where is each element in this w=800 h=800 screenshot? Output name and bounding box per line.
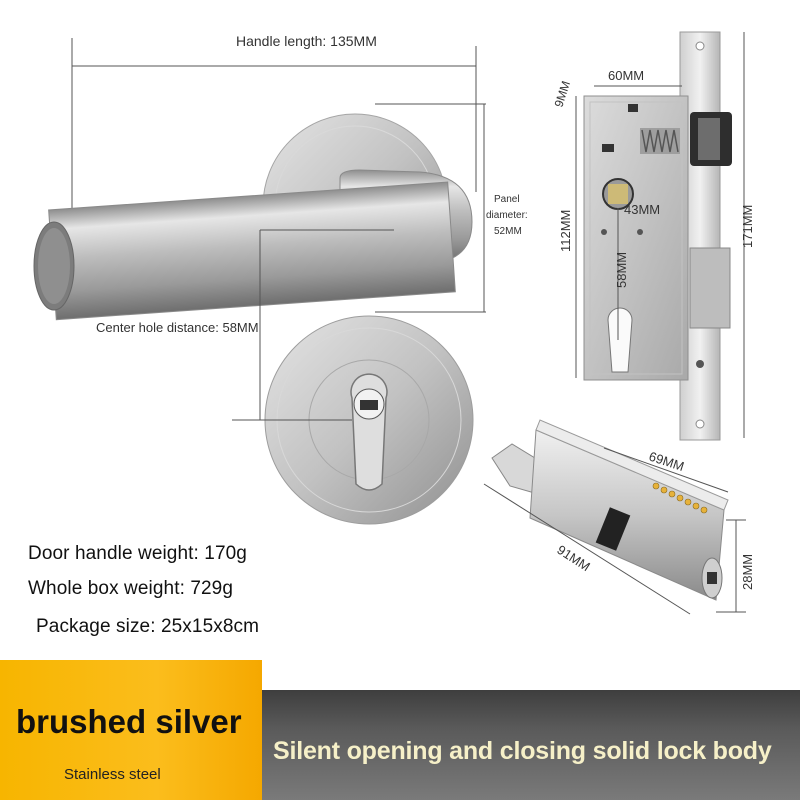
dim-panel-line3: 52MM [494,226,522,237]
dim-lock-171: 171MM [740,205,755,248]
dim-cylinder-28: 28MM [740,554,755,590]
lever-handle [33,38,486,420]
dim-lock-112: 112MM [558,210,573,252]
dim-handle-length: Handle length: 135MM [236,33,377,49]
dim-lock-60: 60MM [608,68,644,83]
dim-lock-43: 43MM [624,202,660,217]
dim-lock-9: 9MM [552,79,574,109]
finish-label: brushed silver [16,703,242,740]
slogan-text: Silent opening and closing solid lock bo… [273,737,772,765]
banner-finish-bg [0,660,262,800]
spec-box-weight: Whole box weight: 729g [28,578,233,599]
dim-center-hole: Center hole distance: 58MM [96,320,259,335]
spec-handle-weight: Door handle weight: 170g [28,543,247,564]
dim-panel-line2: diameter: [486,210,528,221]
euro-cylinder [483,419,746,615]
banner-slogan-bg [255,690,800,800]
dim-panel-line1: Panel [494,194,520,205]
dim-cylinder-91: 91MM [554,542,592,574]
spec-package-size: Package size: 25x15x8cm [36,616,260,637]
mortise-lock-body [575,31,745,441]
dim-lock-58: 58MM [614,252,629,288]
material-label: Stainless steel [64,766,161,783]
cylinder-rosette [232,315,474,525]
